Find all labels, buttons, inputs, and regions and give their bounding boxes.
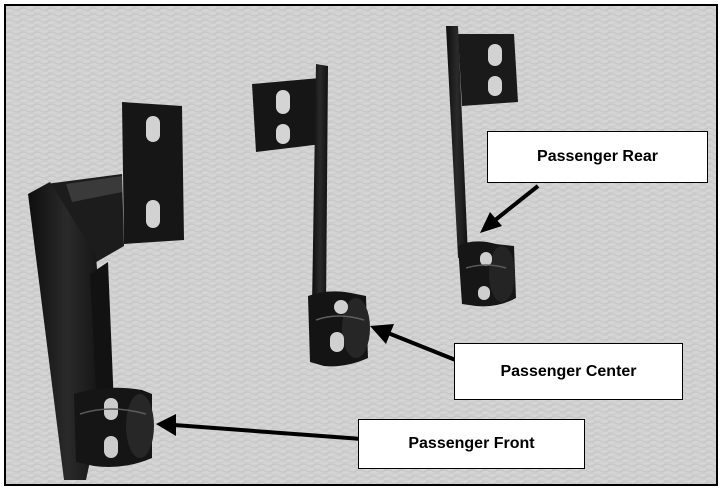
- label-passenger-center-text: Passenger Center: [500, 362, 637, 380]
- bracket-photo: [6, 6, 716, 484]
- front-bracket: [28, 102, 184, 480]
- arrow-rear: [480, 184, 540, 233]
- center-bracket: [252, 64, 370, 367]
- label-passenger-rear: Passenger Rear: [487, 131, 708, 183]
- arrow-front: [156, 414, 363, 441]
- arrow-center: [370, 324, 459, 363]
- rear-bracket: [446, 26, 518, 307]
- photo-frame: [4, 4, 718, 486]
- label-passenger-rear-text: Passenger Rear: [537, 148, 658, 165]
- label-passenger-front-text: Passenger Front: [408, 435, 535, 452]
- label-passenger-center: Passenger Center: [454, 343, 683, 400]
- label-passenger-front: Passenger Front: [358, 419, 585, 469]
